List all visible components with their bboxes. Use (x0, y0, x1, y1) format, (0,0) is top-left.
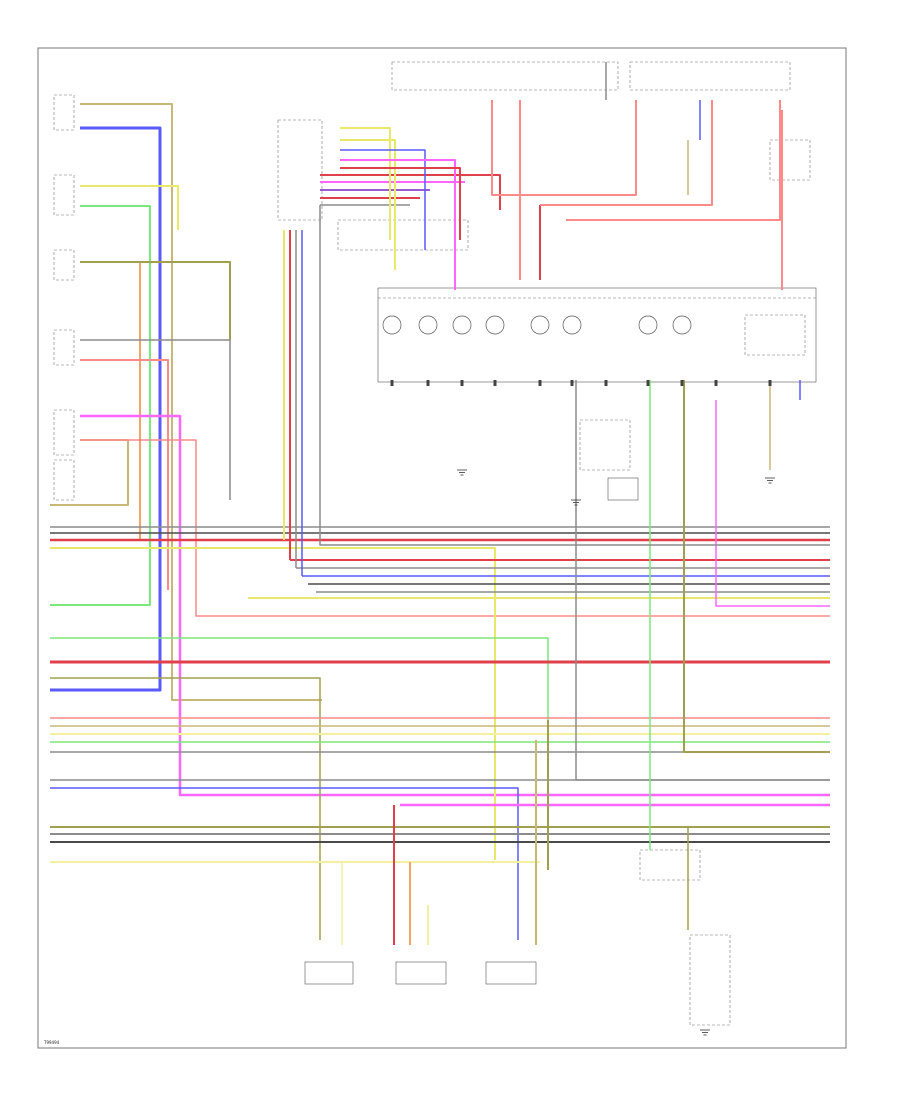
top-blue-1 (340, 149, 426, 250)
bus-blue-2 (50, 787, 519, 940)
top-yellow-1 (340, 127, 391, 240)
cluster-pin (493, 380, 497, 386)
cluster-pin (646, 380, 650, 386)
ground-symbol-2 (571, 499, 581, 506)
sensor-box-6 (53, 459, 75, 501)
top-red-3 (340, 167, 461, 240)
gauge-3 (452, 315, 472, 335)
wire-orange-sensor-3 (50, 261, 141, 541)
wire-layer (50, 62, 830, 945)
cluster-pin (680, 380, 684, 386)
bus-yellow-1 (50, 547, 496, 860)
wire-tan-left-trunk (80, 103, 322, 701)
upper-module-area (277, 61, 811, 251)
fuse-box-top (391, 61, 619, 91)
bus-green-1 (50, 637, 549, 720)
wire-blue-left-trunk (50, 126, 162, 692)
pressure-sensor-1 (304, 961, 354, 985)
position-sensor (485, 961, 537, 985)
lower-components (304, 419, 731, 1026)
wire-lightred-sensor-4 (80, 359, 169, 590)
top-red-1 (320, 174, 501, 210)
gauge-2 (418, 315, 438, 335)
left-sensor-group (53, 94, 75, 501)
wire-lightred-right (80, 439, 830, 617)
cluster-pin (604, 380, 608, 386)
ground-symbol-4 (700, 1029, 710, 1036)
ground-symbol-3 (765, 477, 775, 484)
relay-box-left (277, 119, 323, 221)
bus-olive-1 (50, 677, 321, 940)
drop-pink-cluster (715, 400, 830, 607)
gauge-7 (638, 315, 658, 335)
cluster-pin (460, 380, 464, 386)
cluster-pin (768, 380, 772, 386)
top-lightred-loop-1 (491, 100, 637, 196)
cluster-pin (390, 380, 394, 386)
gauge-5 (530, 315, 550, 335)
page-id-label: T99494 (43, 1040, 60, 1045)
cluster-pin (426, 380, 430, 386)
sensor-box-2 (53, 174, 75, 216)
top-pink-2 (340, 159, 456, 290)
relay-box-right (769, 139, 811, 181)
gauge-1 (382, 315, 402, 335)
instrument-cluster-box (377, 287, 817, 383)
top-lightred-4 (566, 100, 781, 221)
cluster-pin (714, 380, 718, 386)
cluster-pin (538, 380, 542, 386)
top-yellow-2 (340, 139, 396, 270)
fuse-box-right (629, 61, 791, 91)
instrument-cluster (377, 287, 817, 383)
connector-block (607, 477, 639, 501)
ground-symbol-1 (457, 469, 467, 476)
ground-symbols (457, 469, 775, 1036)
gauge-6 (562, 315, 582, 335)
top-gray-drop (319, 205, 830, 546)
diagram-frame (37, 47, 847, 1049)
pin-markers (390, 380, 772, 386)
wire-tan-sensor-6 (50, 439, 129, 506)
top-lightred-3 (540, 100, 713, 206)
wire-olive-sensor-3 (80, 261, 231, 340)
switch-box-lower (689, 934, 731, 1026)
wire-pink-long (80, 414, 830, 797)
relay-box-center (337, 219, 469, 251)
sensor-box-3 (53, 249, 75, 281)
wire-gray-sensor-4 (80, 339, 231, 500)
gauge-8 (672, 315, 692, 335)
gauge-4 (485, 315, 505, 335)
switch-box-bottom-right (639, 849, 701, 881)
pressure-sensor-2 (395, 961, 447, 985)
relay-block-middle (579, 419, 631, 471)
sensor-box-1 (53, 94, 75, 131)
wire-green-sensor-2 (50, 205, 151, 606)
sensor-box-5 (53, 409, 75, 456)
cluster-pin (570, 380, 574, 386)
drop-olive-cluster (683, 380, 830, 753)
drop-gray-cluster (575, 380, 830, 781)
sensor-box-4 (53, 329, 75, 366)
wire-yellow-sensor-2 (80, 185, 179, 230)
cluster-submodule (744, 314, 806, 356)
